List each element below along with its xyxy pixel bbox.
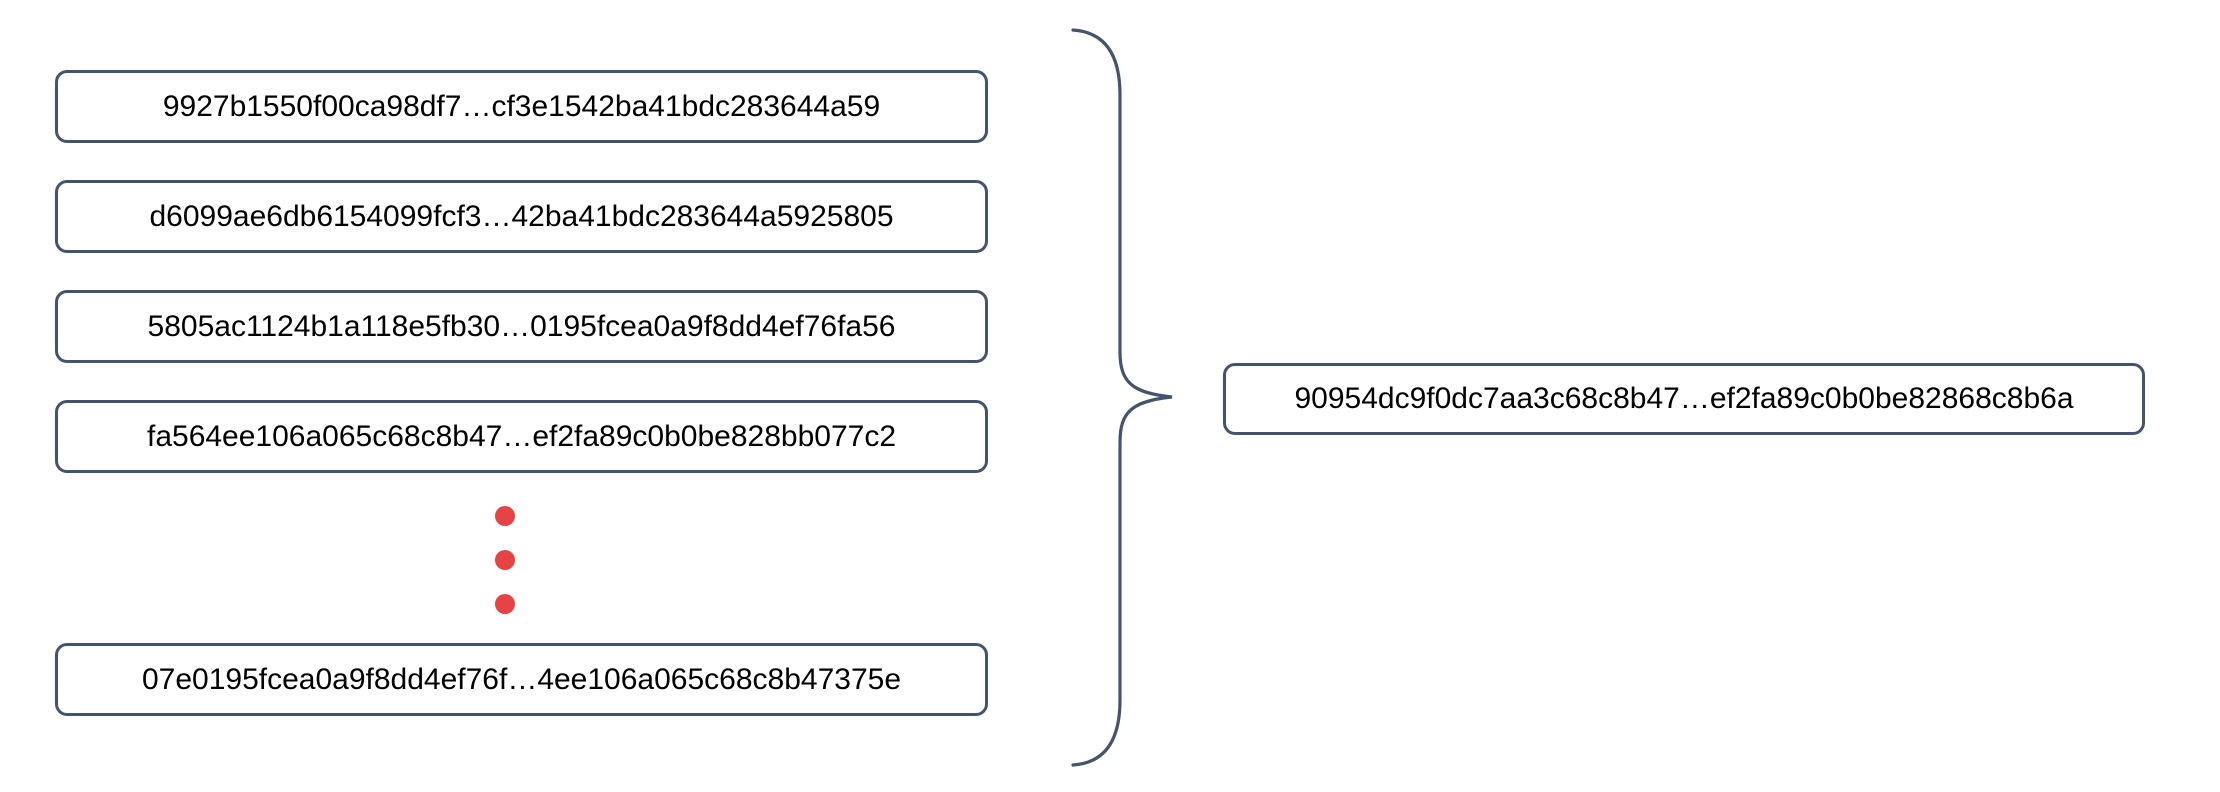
hash-block-5: 07e0195fcea0a9f8dd4ef76f…4ee106a065c68c8… [55, 643, 988, 716]
ellipsis-dot-2 [495, 550, 515, 570]
hash-block-2: d6099ae6db6154099fcf3…42ba41bdc283644a59… [55, 180, 988, 253]
result-hash-block: 90954dc9f0dc7aa3c68c8b47…ef2fa89c0b0be82… [1223, 363, 2145, 435]
hash-block-4: fa564ee106a065c68c8b47…ef2fa89c0b0be828b… [55, 400, 988, 473]
hash-block-2-label: d6099ae6db6154099fcf3…42ba41bdc283644a59… [149, 199, 894, 233]
result-hash-label: 90954dc9f0dc7aa3c68c8b47…ef2fa89c0b0be82… [1294, 382, 2074, 415]
curly-brace-path [1071, 28, 1173, 767]
ellipsis-dot-3 [495, 594, 515, 614]
curly-brace [1071, 28, 1173, 767]
hash-block-4-label: fa564ee106a065c68c8b47…ef2fa89c0b0be828b… [146, 419, 897, 453]
hash-block-1: 9927b1550f00ca98df7…cf3e1542ba41bdc28364… [55, 70, 988, 143]
hash-block-3: 5805ac1124b1a118e5fb30…0195fcea0a9f8dd4e… [55, 290, 988, 363]
ellipsis-dot-1 [495, 506, 515, 526]
hash-block-1-label: 9927b1550f00ca98df7…cf3e1542ba41bdc28364… [162, 89, 881, 123]
hash-block-5-label: 07e0195fcea0a9f8dd4ef76f…4ee106a065c68c8… [141, 662, 902, 696]
hash-block-3-label: 5805ac1124b1a118e5fb30…0195fcea0a9f8dd4e… [147, 309, 896, 343]
